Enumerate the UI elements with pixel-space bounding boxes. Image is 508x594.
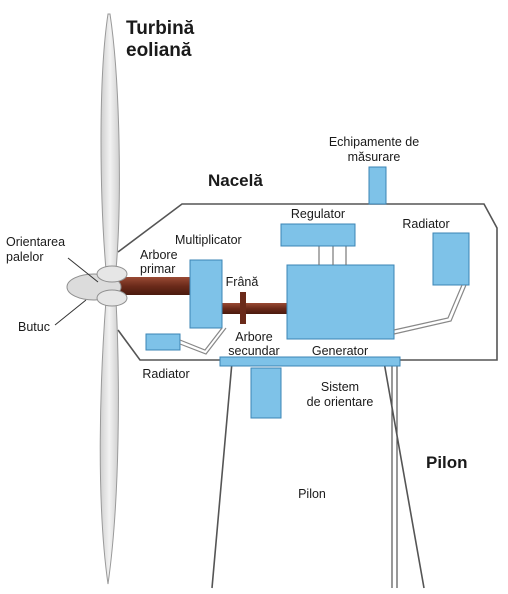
yaw-system-box (250, 367, 282, 419)
tower-bold-label: Pilon (426, 453, 468, 472)
radiator-right-box (432, 232, 470, 286)
generator-box (286, 264, 395, 340)
primary-shaft-label-line2: primar (140, 262, 175, 276)
title-line1: Turbină (126, 18, 195, 39)
primary-shaft-label-line1: Arbore (140, 248, 178, 262)
brake-disc (240, 292, 246, 324)
radiator-left-pipe (179, 327, 227, 355)
pitch-label-line1: Orientarea (6, 235, 65, 249)
regulator-connectors (318, 246, 347, 265)
regulator-box (280, 223, 356, 247)
regulator-label: Regulator (291, 207, 345, 221)
pitch-label-line2: palelor (6, 250, 44, 264)
radiator-right-pipe (393, 284, 467, 335)
tower (211, 361, 425, 589)
nacelle-label: Nacelă (208, 171, 263, 190)
measurement-label-line2: măsurare (348, 150, 401, 164)
pointer-lines (54, 257, 99, 326)
yaw-label-line2: de orientare (307, 395, 374, 409)
secondary-shaft-label-line1: Arbore (235, 330, 273, 344)
nacelle-housing (117, 203, 498, 361)
tower-label: Pilon (298, 487, 326, 501)
yaw-label-line1: Sistem (321, 380, 359, 394)
primary-shaft (116, 277, 192, 295)
yaw-base-bar (219, 356, 401, 367)
labels: Turbină eoliană Nacelă Echipamente de mă… (6, 18, 468, 501)
generator-label: Generator (312, 344, 368, 358)
multiplier-box (189, 259, 223, 329)
secondary-shaft (222, 303, 288, 314)
radiator-left-box (145, 333, 181, 351)
radiator-left-label: Radiator (142, 367, 189, 381)
measurement-box (368, 166, 387, 205)
radiator-right-label: Radiator (402, 217, 449, 231)
brake-label: Frână (226, 275, 259, 289)
multiplier-label: Multiplicator (175, 233, 242, 247)
measurement-label-line1: Echipamente de (329, 135, 419, 149)
hub (66, 265, 128, 307)
secondary-shaft-label-line2: secundar (228, 344, 279, 358)
hub-label: Butuc (18, 320, 50, 334)
title-line2: eoliană (126, 40, 192, 61)
